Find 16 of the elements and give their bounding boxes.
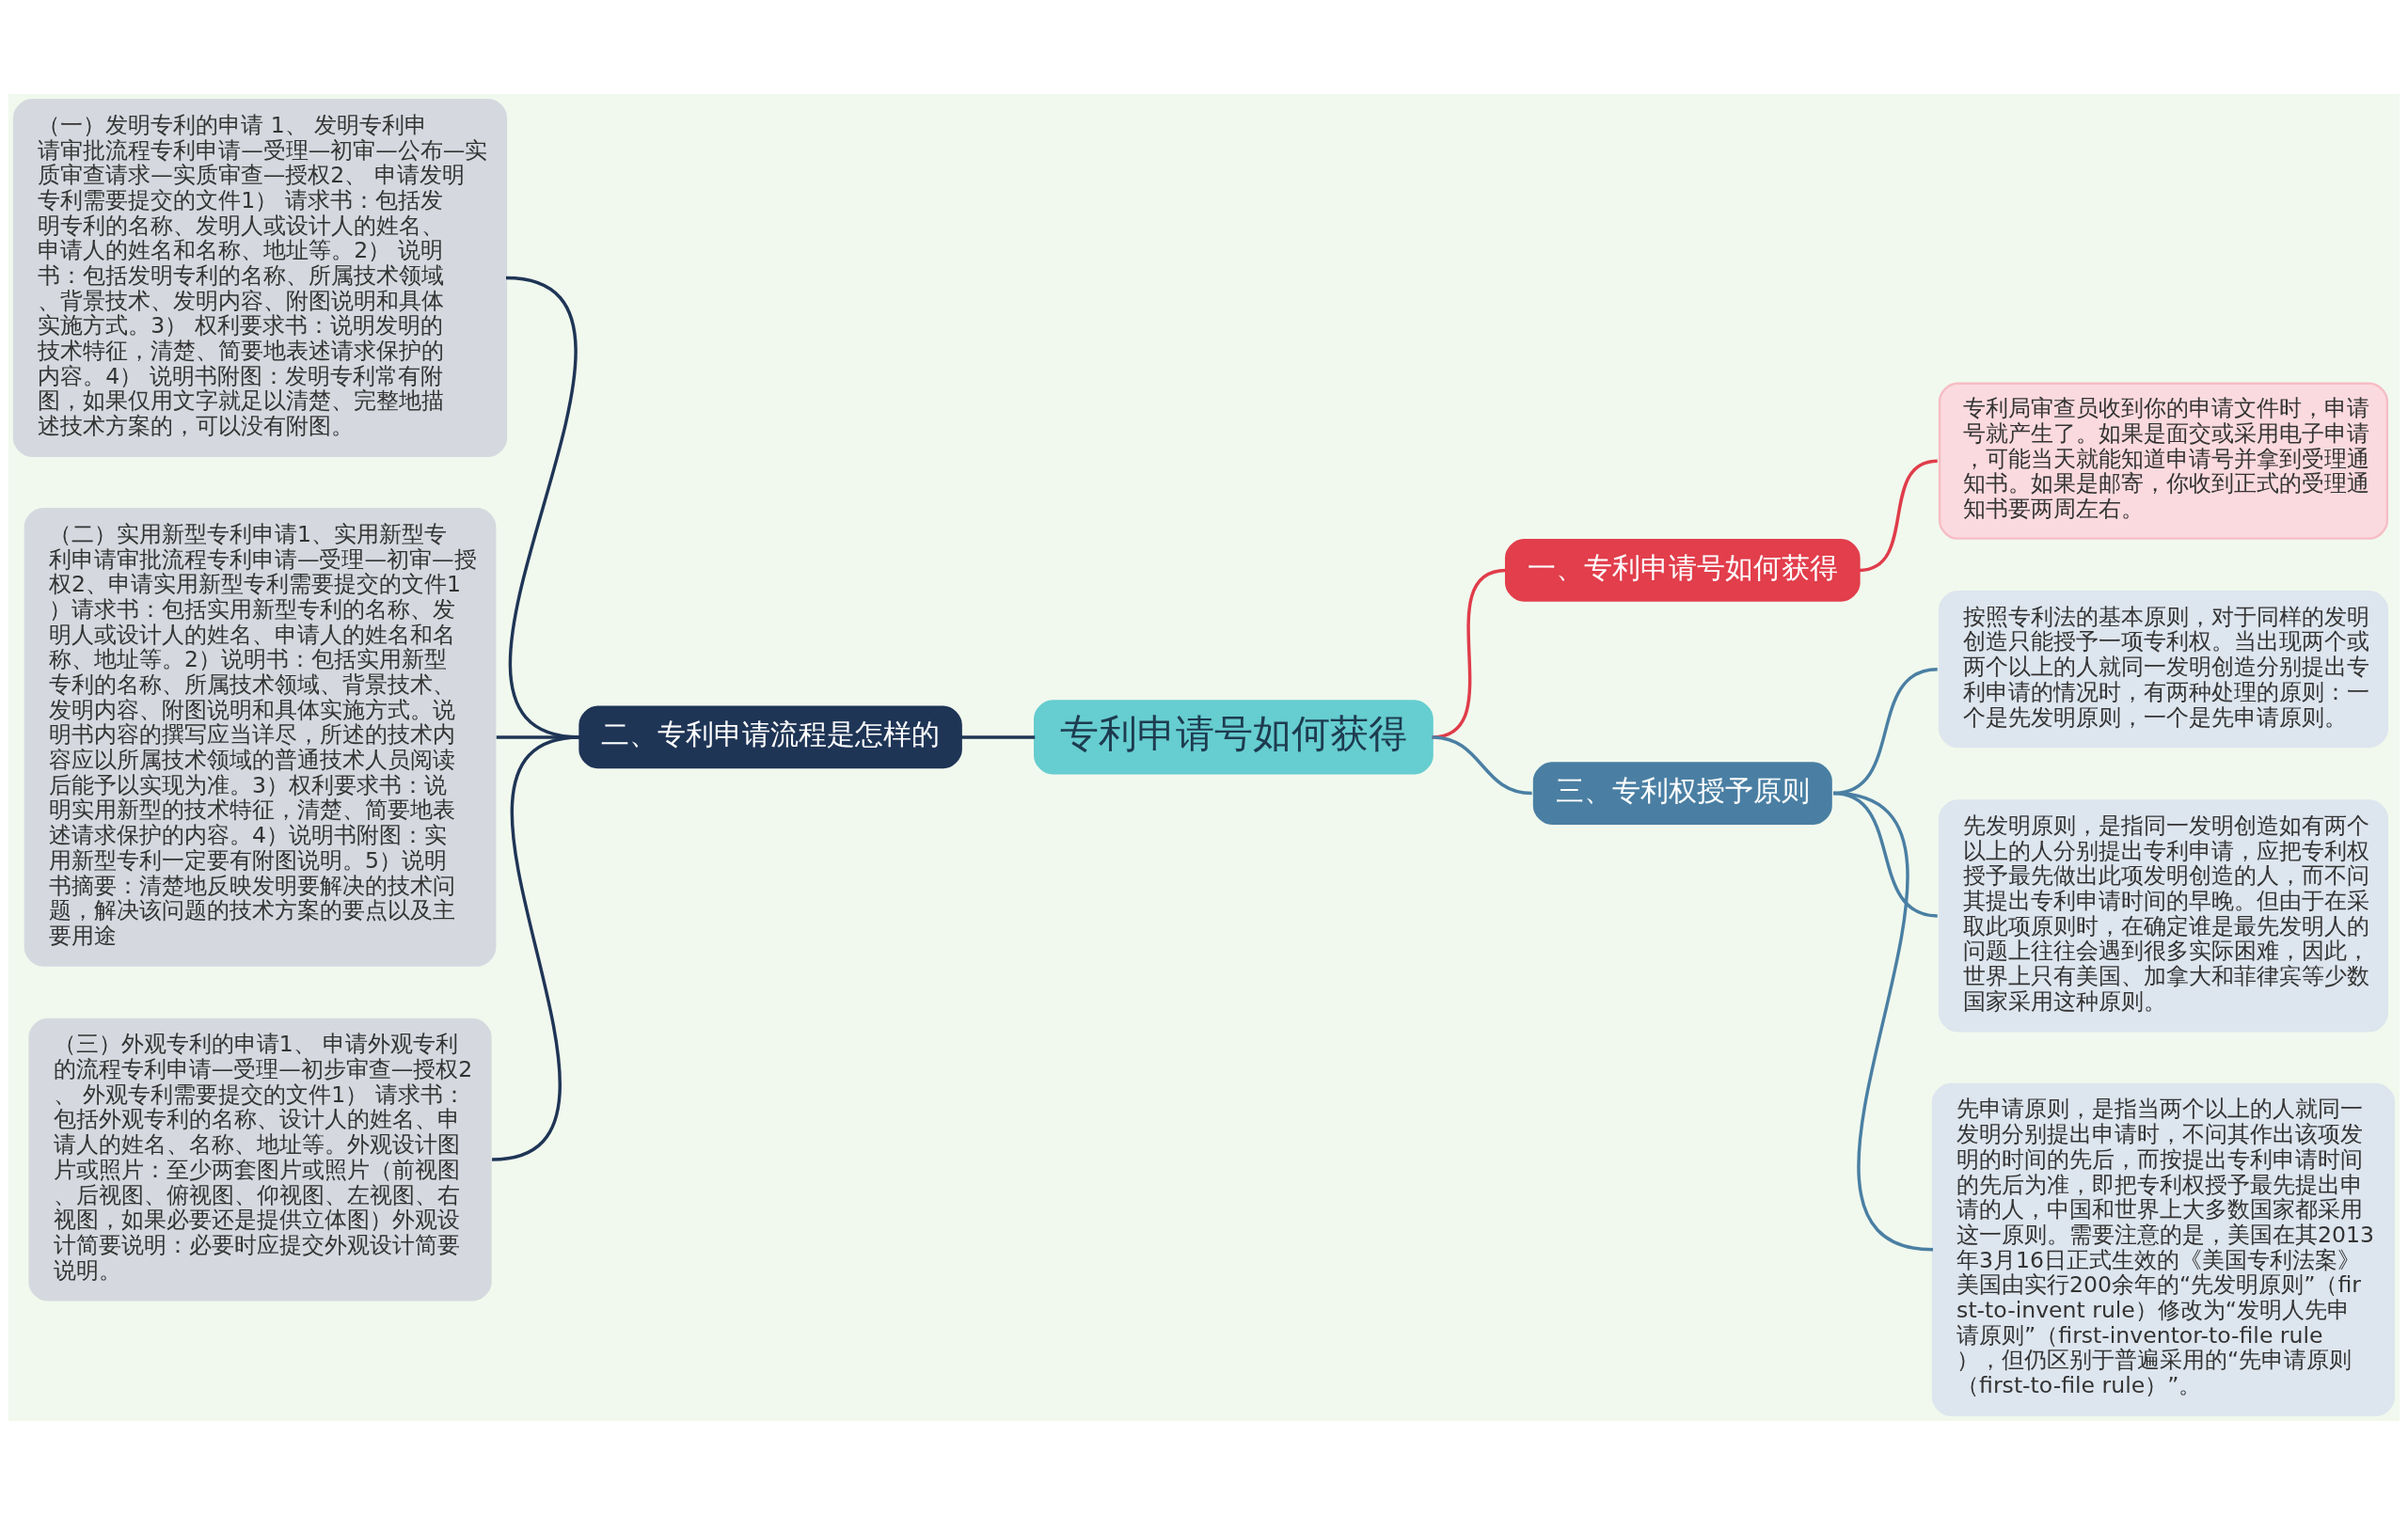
node-box: （二）实用新型专利申请1、实用新型专利申请审批流程专利申请—受理—初审—授权2、申请实用新型专利需要提交的文件1）请求书：包括实用新型专利的名称、发明人或设计人的姓名、申请人的姓名和名称、地址等。2）说明书：包括实用新型专利的名称、所属技术领域、背景技术、发明内容、附图说明和具体实施方式。说明书内容的撰写应当详尽，所述的技术内容应以所属技术领域的普通技术人员阅读后能予以实现为准。3）权利要求书：说明实用新型的技术特征，清楚、简要地表述请求保护的内容。4）说明书附图：实用新型专利一定要有附图说明。5）说明书摘要：清楚地反映发明要解决的技术问题，解决该问题的技术方案的要点以及主要用途 <box>24 508 497 967</box>
connector <box>1832 791 1934 1252</box>
node-box: 专利申请号如何获得 <box>1034 700 1434 775</box>
node-box: 专利局审查员收到你的申请文件时，申请号就产生了。如果是面交或采用电子申请，可能当天就能知道申请号并拿到受理通知书。如果是邮寄，你收到正式的受理通知书要两周左右。 <box>1938 382 2389 540</box>
node-box: 先发明原则，是指同一发明创造如有两个以上的人分别提出专利申请，应把专利权授予最先做出此项发明创造的人，而不问其提出专利申请时间的早晚。但由于在采取此项原则时，在确定谁是最先发明人的问题上往往会遇到很多实际困难，因此，世界上只有美国、加拿大和菲律宾等少数国家采用这种原则。 <box>1938 799 2389 1033</box>
connector <box>1432 735 1532 796</box>
node-box: 三、专利权授予原则 <box>1532 762 1832 825</box>
node-box: 一、专利申请号如何获得 <box>1504 539 1861 602</box>
node-box: 二、专利申请流程是怎样的 <box>578 705 962 769</box>
connector <box>1859 459 1938 573</box>
connector <box>491 735 580 1161</box>
node-box: （三）外观专利的申请1、 申请外观专利的流程专利申请—受理—初步审查—授权2、 外观专利需要提交的文件1） 请求书：包括外观专利的名称、设计人的姓名、申请人的姓名、名称、地址等。外观设计图片或照片：至少两套图片或照片（前视图、后视图、俯视图、仰视图、左视图、右视图，如果必要还是提供立体图）外观设计简要说明：必要时应提交外观设计简要说明。 <box>28 1018 492 1302</box>
connector <box>960 735 1036 739</box>
node-box: 按照专利法的基本原则，对于同样的发明创造只能授予一项专利权。当出现两个或两个以上的人就同一发明创造分别提出专利申请的情况时，有两种处理的原则：一个是先发明原则，一个是先申请原则。 <box>1938 591 2389 749</box>
node-box: （一）发明专利的申请 1、 发明专利申请审批流程专利申请—受理—初审—公布—实质审查请求—实质审查—授权2、 申请发明专利需要提交的文件1） 请求书：包括发明专利的名称、发明人或设计人的姓名、申请人的姓名和名称、地址等。2） 说明书：包括发明专利的名称、所属技术领域、背景技术、发明内容、附图说明和具体实施方式。3） 权利要求书：说明发明的技术特征，清楚、简要地表述请求保护的内容。4） 说明书附图：发明专利常有附图，如果仅用文字就足以清楚、完整地描述技术方案的，可以没有附图。 <box>12 99 508 457</box>
node-box: 先申请原则，是指当两个以上的人就同一发明分别提出申请时，不问其作出该项发明的时间的先后，而按提出专利申请时间的先后为准，即把专利权授予最先提出申请的人，中国和世界上大多数国家都采用这一原则。需要注意的是，美国在其2013年3月16日正式生效的《美国专利法案》美国由实行200余年的“先发明原则”（first-to-invent rule）修改为“发明人先申请原则”（first-inventor-to-file rule），但仍区别于普遍采用的“先申请原则（first-to-file rule）”。 <box>1931 1082 2396 1416</box>
